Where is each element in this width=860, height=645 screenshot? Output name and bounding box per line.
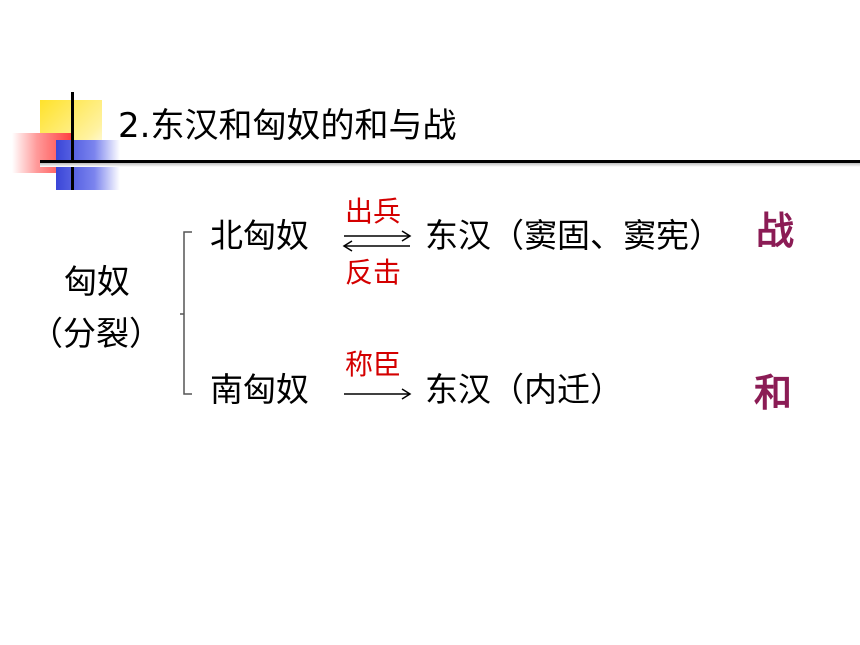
slide-title: 2.东汉和匈奴的和与战 xyxy=(118,106,457,146)
north-arrow-label-top: 出兵 xyxy=(345,195,402,228)
verdict-war: 战 xyxy=(756,209,795,253)
decor-vertical-line xyxy=(71,92,74,190)
south-arrow-label-top: 称臣 xyxy=(345,348,402,381)
south-xiongnu: 南匈奴 xyxy=(210,370,309,409)
south-arrow xyxy=(344,388,412,400)
north-arrow-label-bottom: 反击 xyxy=(345,256,402,289)
verdict-peace: 和 xyxy=(754,371,793,415)
branch-bracket xyxy=(180,231,192,395)
title-underline-shadow xyxy=(40,163,860,167)
title-underline xyxy=(40,160,860,163)
xiongnu-label: 匈奴 xyxy=(64,262,130,301)
north-xiongnu: 北匈奴 xyxy=(210,216,309,255)
north-target: 东汉（窦固、窦宪） xyxy=(425,216,722,255)
south-target: 东汉（内迁） xyxy=(425,370,623,409)
north-double-arrow xyxy=(342,230,412,252)
split-label: （分裂） xyxy=(30,314,162,353)
